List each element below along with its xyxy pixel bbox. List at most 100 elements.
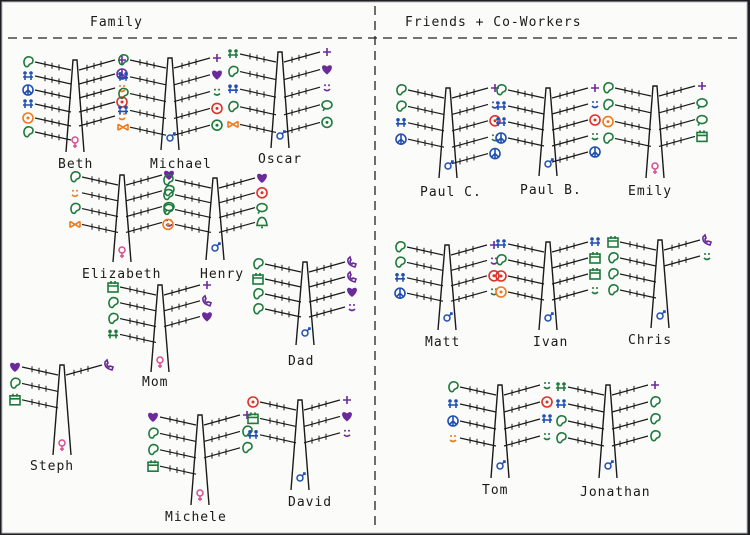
branch-right: [551, 151, 589, 163]
branch-left: [507, 137, 545, 147]
branch-left: [81, 176, 119, 186]
male-symbol-icon: [604, 460, 614, 470]
branch-left: [239, 71, 277, 81]
branch-right: [125, 174, 163, 186]
smiley-icon: [591, 287, 599, 295]
target-icon: [22, 112, 34, 124]
branch-right: [78, 59, 116, 71]
branch-right: [503, 435, 541, 447]
name-emily: Emily: [628, 184, 672, 199]
ear-icon: [242, 425, 253, 437]
branch-left: [459, 437, 497, 447]
branch-left: [174, 223, 212, 233]
branch-left: [507, 89, 545, 99]
male-symbol-icon: [544, 312, 554, 322]
peace-icon: [394, 287, 406, 300]
branch-left: [81, 192, 119, 202]
peace-icon: [395, 133, 407, 145]
person-glyph-mom: [107, 281, 213, 373]
ear-icon: [396, 84, 407, 96]
branch-left: [259, 434, 297, 444]
branch-right: [611, 435, 649, 447]
branch-right: [451, 120, 489, 132]
plus-icon: [651, 381, 659, 389]
ear-icon: [118, 87, 129, 100]
smiley-icon: [449, 435, 457, 443]
smiley-icon: [591, 101, 599, 109]
family-icon: [228, 49, 238, 58]
male-symbol-icon: [444, 160, 454, 170]
branch-right: [78, 115, 116, 127]
male-symbol-icon: [656, 310, 666, 320]
branch-left: [81, 208, 119, 218]
branch-right: [218, 192, 256, 204]
male-symbol-icon: [166, 132, 176, 142]
ear-icon: [556, 432, 567, 444]
ear-icon: [148, 427, 159, 439]
ear-icon: [253, 288, 264, 300]
branch-right: [658, 102, 696, 114]
target-icon: [256, 187, 268, 199]
smiley-icon: [343, 429, 351, 438]
trunk: [538, 87, 558, 177]
target-icon: [211, 119, 223, 131]
family-icon: [542, 414, 552, 423]
plus-icon: [213, 54, 221, 62]
branch-left: [619, 257, 657, 267]
male-symbol-icon: [443, 312, 453, 322]
trunk: [538, 241, 558, 331]
target-icon: [321, 116, 333, 129]
plus-icon: [343, 396, 351, 404]
trunk: [112, 174, 132, 263]
branch-right: [125, 190, 163, 202]
branch-left: [174, 209, 212, 219]
ear-icon: [118, 54, 129, 66]
heart-icon: [148, 412, 158, 422]
ear-icon: [10, 377, 21, 389]
branch-right: [125, 221, 163, 233]
trunk: [598, 384, 618, 479]
person-glyph-ivan: [495, 237, 601, 331]
branch-right: [308, 276, 346, 288]
branch-right: [611, 384, 649, 396]
ear-icon: [228, 65, 239, 78]
name-paul-c: Paul C.: [420, 185, 482, 200]
family-icon: [248, 430, 258, 439]
person-glyph-steph: [9, 358, 115, 456]
male-symbol-icon: [211, 242, 221, 252]
branch-right: [503, 418, 541, 430]
branch-right: [283, 51, 321, 63]
phone-icon: [104, 358, 115, 371]
branch-left: [159, 432, 197, 442]
name-michele: Michele: [165, 510, 227, 525]
target-icon: [489, 115, 501, 127]
ear-icon: [650, 413, 661, 425]
ear-icon: [253, 303, 264, 315]
trunk: [650, 239, 670, 329]
target-icon: [116, 96, 128, 108]
branch-left: [407, 122, 445, 132]
ear-icon: [496, 254, 507, 266]
branch-left: [406, 261, 444, 271]
person-glyph-tom: [447, 381, 553, 479]
branch-right: [283, 121, 321, 133]
family-icon: [228, 84, 238, 94]
branch-left: [406, 246, 444, 256]
person-glyph-matt: [394, 241, 500, 331]
family-icon: [395, 273, 405, 282]
ear-icon: [395, 241, 406, 253]
trunk: [645, 85, 665, 179]
ear-icon: [163, 188, 174, 201]
female-symbol-icon: [196, 489, 204, 501]
branch-right: [663, 239, 701, 251]
ribbon-icon: [117, 123, 129, 131]
branch-right: [451, 153, 489, 165]
heart-icon: [10, 362, 20, 372]
branch-left: [507, 105, 545, 115]
smiley-icon: [213, 88, 221, 96]
branch-left: [567, 386, 605, 396]
trunk: [490, 384, 510, 479]
branch-left: [264, 263, 302, 273]
branch-right: [218, 177, 256, 189]
ear-icon: [108, 312, 119, 325]
